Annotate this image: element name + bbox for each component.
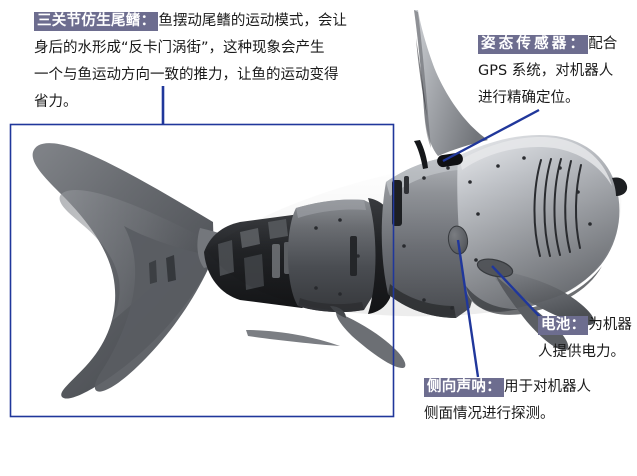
annotation-tail-fin: 三关节仿生尾鳍：鱼摆动尾鳍的运动模式，会让 身后的水形成“反卡门涡街”，这种现象…	[34, 8, 347, 116]
dorsal-fin	[414, 10, 488, 156]
annotation-battery: 电池：为机器 人提供电力。	[538, 312, 632, 366]
annotation-label: 姿态传感器：	[478, 35, 589, 54]
annotation-text: 配合	[588, 36, 618, 52]
tail-fin-callout-box	[9, 123, 395, 418]
annotation-line: GPS 系统，对机器人	[478, 63, 614, 79]
pelvic-fin-right	[246, 330, 340, 346]
global-shade	[206, 154, 622, 317]
peduncle-keel-1	[149, 260, 157, 284]
attitude-sensor-leader	[442, 108, 540, 163]
side-sonar-leader	[456, 239, 480, 378]
annotation-text: 用于对机器人	[504, 379, 591, 395]
annotation-attitude-sensor: 姿态传感器：配合 GPS 系统，对机器人 进行精确定位。	[478, 31, 617, 112]
dorsal-fin-edge	[416, 38, 427, 116]
annotation-line: 三关节仿生尾鳍：鱼摆动尾鳍的运动模式，会让	[34, 8, 347, 35]
peduncle-keel-2	[166, 255, 176, 282]
dorsal-fin-shadow	[414, 10, 431, 148]
annotation-line: 侧向声呐：用于对机器人	[424, 374, 591, 401]
annotation-line: 电池：为机器	[538, 312, 632, 339]
annotation-line: 侧面情况进行探测。	[424, 406, 555, 422]
annotation-text: 为机器	[588, 317, 632, 333]
annotation-line: 身后的水形成“反卡门涡街”，这种现象会产生	[34, 40, 325, 56]
annotation-line: 省力。	[34, 94, 78, 110]
tail-fin-lower-lobe	[94, 226, 214, 392]
tail-fin-highlight	[59, 190, 209, 321]
annotation-line: 姿态传感器：配合	[478, 31, 617, 58]
annotation-text: 鱼摆动尾鳍的运动模式，会让	[158, 13, 347, 29]
annotation-line: 一个与鱼运动方向一致的推力，让鱼的运动变得	[34, 67, 339, 83]
annotation-label: 三关节仿生尾鳍：	[34, 12, 159, 31]
head-vent-slot	[414, 140, 428, 169]
head-top-highlight	[460, 136, 612, 186]
annotation-side-sonar: 侧向声呐：用于对机器人 侧面情况进行探测。	[424, 374, 591, 428]
pelvic-fin-left	[336, 312, 406, 368]
annotation-line: 人提供电力。	[538, 344, 625, 360]
annotation-label: 侧向声呐：	[424, 378, 504, 397]
annotation-line: 进行精确定位。	[478, 90, 580, 106]
annotation-label: 电池：	[538, 316, 589, 335]
tail-fin-group	[32, 143, 250, 399]
battery-leader	[491, 265, 542, 319]
